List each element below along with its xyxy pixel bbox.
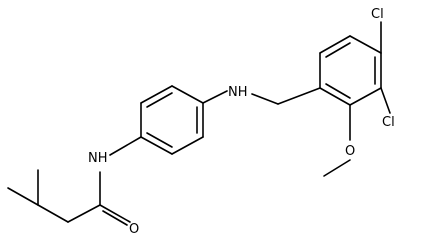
bond-ch2-ring [277,87,321,105]
atom-label-cl-top: Cl [371,7,384,22]
bond-carbonyl-o-1 [99,204,131,223]
ring1-bond-6 [140,136,173,155]
atom-label-cl-right: Cl [382,115,395,130]
ring2-bond-5 [349,87,382,106]
ring2-double-1 [325,42,351,58]
atom-labels: NH NH O O Cl Cl [88,7,395,234]
bond-n-ring [109,136,142,156]
atom-label-o-methoxy: O [345,144,355,159]
ring1-bond-3 [171,85,204,104]
ring1-double-1 [146,92,173,108]
ring2-double-3 [325,83,351,99]
atom-label-nh-amide: NH [88,151,108,166]
bond-ring-cl-right [380,87,391,114]
ring1-double-3 [146,132,173,148]
ring2-bond-3 [349,35,382,54]
bond-o-methyl [323,159,351,177]
ring2-bond-2 [319,35,351,54]
bond-carbonyl-o-2 [102,210,128,226]
phenylene-ring [140,85,204,155]
ring2-bond-6 [319,87,351,106]
dichloromethoxyphenyl-ring [319,21,391,177]
bond-nh-ch2 [251,93,279,105]
atom-label-o-carbonyl: O [129,222,139,234]
bond-ring-nh [202,90,228,104]
chemical-structure-diagram: NH NH O O Cl Cl [7,7,395,234]
benzylamine-linker [202,87,321,105]
bond-ch-ch2 [37,204,69,223]
ring1-bond-2 [140,85,173,104]
atom-label-nh-amine: NH [228,85,248,100]
ring1-bond-5 [171,136,204,155]
bond-methyl-a [7,187,39,206]
bond-ch2-carbonyl [67,204,101,223]
isobutyl-amide-chain [7,136,142,226]
